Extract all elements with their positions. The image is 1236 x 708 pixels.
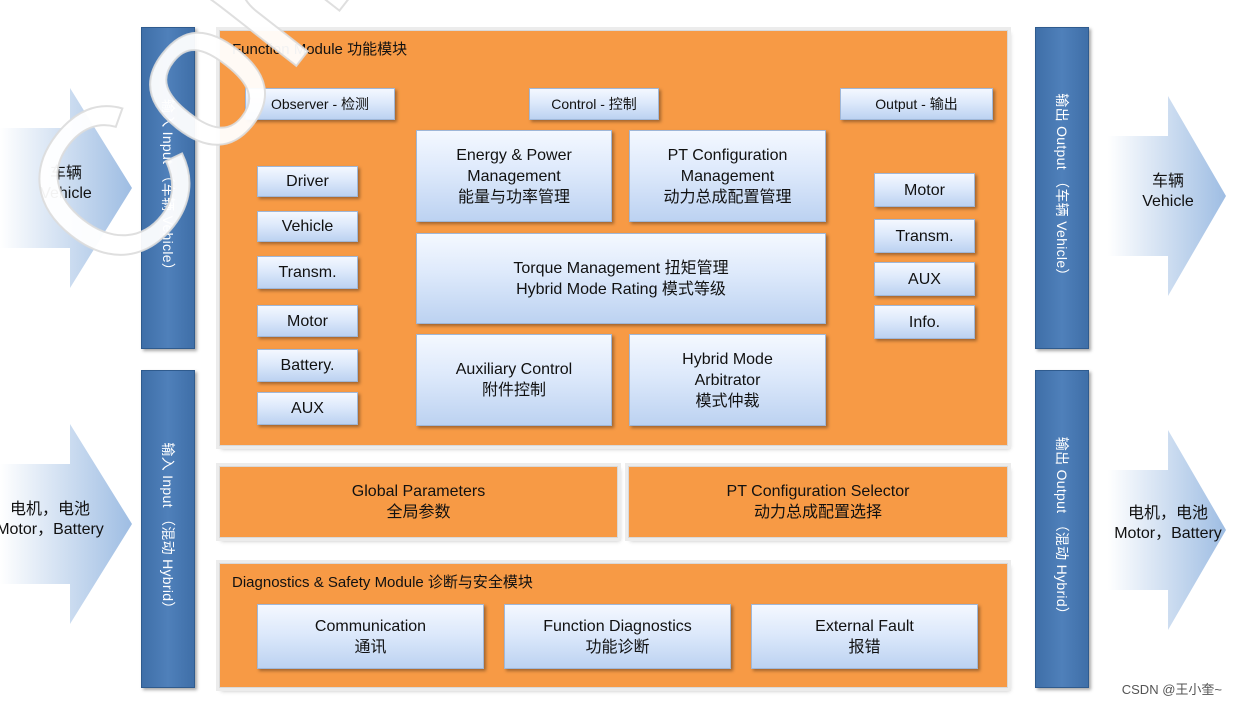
arrow-label-zh: 电机，电池	[1127, 505, 1208, 522]
function-diagnostics-block: Function Diagnostics 功能诊断	[504, 604, 731, 669]
diagnostics-title: Diagnostics & Safety Module 诊断与安全模块	[232, 574, 533, 591]
observer-item-label: Driver	[286, 173, 329, 190]
observer-item-transm: Transm.	[257, 256, 358, 289]
label-line-en: PT Configuration Selector	[726, 483, 910, 500]
label-line-zh: 动力总成配置选择	[753, 504, 882, 521]
block-line: External Fault	[815, 617, 914, 635]
block-line: Management	[467, 167, 561, 185]
output-item-aux: AUX	[874, 262, 975, 296]
arrow-label-en: Vehicle	[40, 185, 92, 202]
function-module-title: Function Module 功能模块	[232, 41, 408, 58]
left-arrow-vehicle: 车辆 Vehicle	[0, 88, 132, 288]
input-bar-hybrid: 输入 Input （混动 Hybrid）	[141, 370, 195, 688]
output-header: Output - 输出	[840, 88, 993, 120]
arrow-label: 车辆 Vehicle	[0, 164, 132, 204]
output-bar-label: 输出 Output （车辆 Vehicle）	[1054, 93, 1070, 283]
output-header-label: Output - 输出	[875, 95, 958, 112]
arrow-shape-icon	[1108, 96, 1226, 296]
block-line: Management	[680, 167, 775, 185]
block-line: 模式仲裁	[695, 392, 760, 410]
global-parameters-panel: Global Parameters 全局参数	[219, 466, 618, 538]
torque-management-block: Torque Management 扭矩管理 Hybrid Mode Ratin…	[416, 233, 826, 324]
observer-header: Observer - 检测	[245, 88, 395, 120]
block-line: 附件控制	[481, 382, 546, 399]
observer-item-label: Vehicle	[281, 218, 334, 235]
function-module-panel: Function Module 功能模块 Observer - 检测 Contr…	[219, 30, 1008, 446]
output-item-label: Info.	[908, 313, 941, 331]
input-bar-vehicle: 输入 Input （车辆 Vehicle）	[141, 27, 195, 349]
block-line: Arbitrator	[694, 371, 761, 389]
arrow-label-en: Motor，Battery	[1114, 525, 1222, 542]
block-line: 通讯	[354, 638, 387, 656]
hybrid-mode-arbitrator-block: Hybrid Mode Arbitrator 模式仲裁	[629, 334, 826, 426]
arrow-label: 电机，电池 Motor，Battery	[1108, 504, 1228, 544]
left-arrow-hybrid: 电机，电池 Motor，Battery	[0, 424, 132, 624]
observer-item-label: Battery.	[280, 357, 335, 374]
block-line: Torque Management 扭矩管理	[513, 259, 729, 277]
output-item-label: Transm.	[895, 227, 954, 245]
control-header: Control - 控制	[529, 88, 659, 120]
input-bar-label: 输入 Input （混动 Hybrid）	[160, 442, 176, 616]
auxiliary-control-block: Auxiliary Control 附件控制	[416, 334, 612, 426]
observer-item-aux: AUX	[257, 392, 358, 425]
output-item-transm: Transm.	[874, 219, 975, 253]
control-header-label: Control - 控制	[551, 95, 637, 112]
label-line-en: Global Parameters	[351, 483, 486, 500]
energy-power-management-block: Energy & Power Management 能量与功率管理	[416, 130, 612, 222]
arrow-label-en: Vehicle	[1142, 193, 1194, 210]
external-fault-block: External Fault 报错	[751, 604, 978, 669]
arrow-label-zh: 电机，电池	[9, 501, 90, 518]
right-arrow-hybrid: 电机，电池 Motor，Battery	[1108, 430, 1228, 630]
credit-text: CSDN @王小奎~	[1121, 682, 1222, 697]
block-line: Energy & Power	[456, 146, 572, 164]
block-line: 能量与功率管理	[457, 188, 570, 206]
block-line: PT Configuration	[667, 146, 788, 164]
observer-item-vehicle: Vehicle	[257, 211, 358, 242]
observer-item-driver: Driver	[257, 166, 358, 197]
communication-block: Communication 通讯	[257, 604, 484, 669]
block-line: Communication	[314, 617, 427, 635]
label-line-zh: 全局参数	[386, 504, 451, 521]
global-parameters-label: Global Parameters 全局参数	[220, 467, 617, 537]
arrow-shape-icon	[1108, 430, 1226, 630]
output-bar-label: 输出 Output （混动 Hybrid）	[1054, 436, 1070, 622]
block-line: Hybrid Mode Rating 模式等级	[516, 280, 726, 298]
observer-item-label: AUX	[291, 400, 324, 417]
diagnostics-safety-panel: Diagnostics & Safety Module 诊断与安全模块 Comm…	[219, 563, 1008, 688]
arrow-label-en: Motor，Battery	[0, 521, 104, 538]
pt-selector-label: PT Configuration Selector 动力总成配置选择	[629, 467, 1007, 537]
observer-item-label: Motor	[287, 312, 328, 330]
pt-configuration-management-block: PT Configuration Management 动力总成配置管理	[629, 130, 826, 222]
arrow-label-zh: 车辆	[49, 165, 82, 182]
block-line: Auxiliary Control	[455, 361, 573, 378]
block-line: Function Diagnostics	[543, 617, 692, 635]
input-bar-label: 输入 Input （车辆 Vehicle）	[160, 98, 176, 278]
output-item-info: Info.	[874, 305, 975, 339]
block-line: 动力总成配置管理	[663, 188, 792, 206]
arrow-shape-icon	[0, 88, 132, 288]
observer-item-label: Transm.	[278, 264, 337, 281]
arrow-label: 电机，电池 Motor，Battery	[0, 500, 116, 540]
observer-header-label: Observer - 检测	[270, 95, 369, 112]
output-item-label: Motor	[904, 181, 945, 199]
block-line: 功能诊断	[585, 638, 650, 656]
block-line: 报错	[848, 638, 881, 656]
output-bar-hybrid: 输出 Output （混动 Hybrid）	[1035, 370, 1089, 688]
arrow-shape-icon	[0, 424, 132, 624]
observer-item-motor: Motor	[257, 305, 358, 337]
arrow-label-zh: 车辆	[1151, 173, 1184, 190]
arrow-label: 车辆 Vehicle	[1108, 172, 1228, 212]
block-line: Hybrid Mode	[682, 350, 773, 368]
pt-configuration-selector-panel: PT Configuration Selector 动力总成配置选择	[628, 466, 1008, 538]
observer-item-battery: Battery.	[257, 349, 358, 382]
output-item-label: AUX	[908, 270, 941, 288]
right-arrow-vehicle: 车辆 Vehicle	[1108, 96, 1228, 296]
output-bar-vehicle: 输出 Output （车辆 Vehicle）	[1035, 27, 1089, 349]
output-item-motor: Motor	[874, 173, 975, 207]
